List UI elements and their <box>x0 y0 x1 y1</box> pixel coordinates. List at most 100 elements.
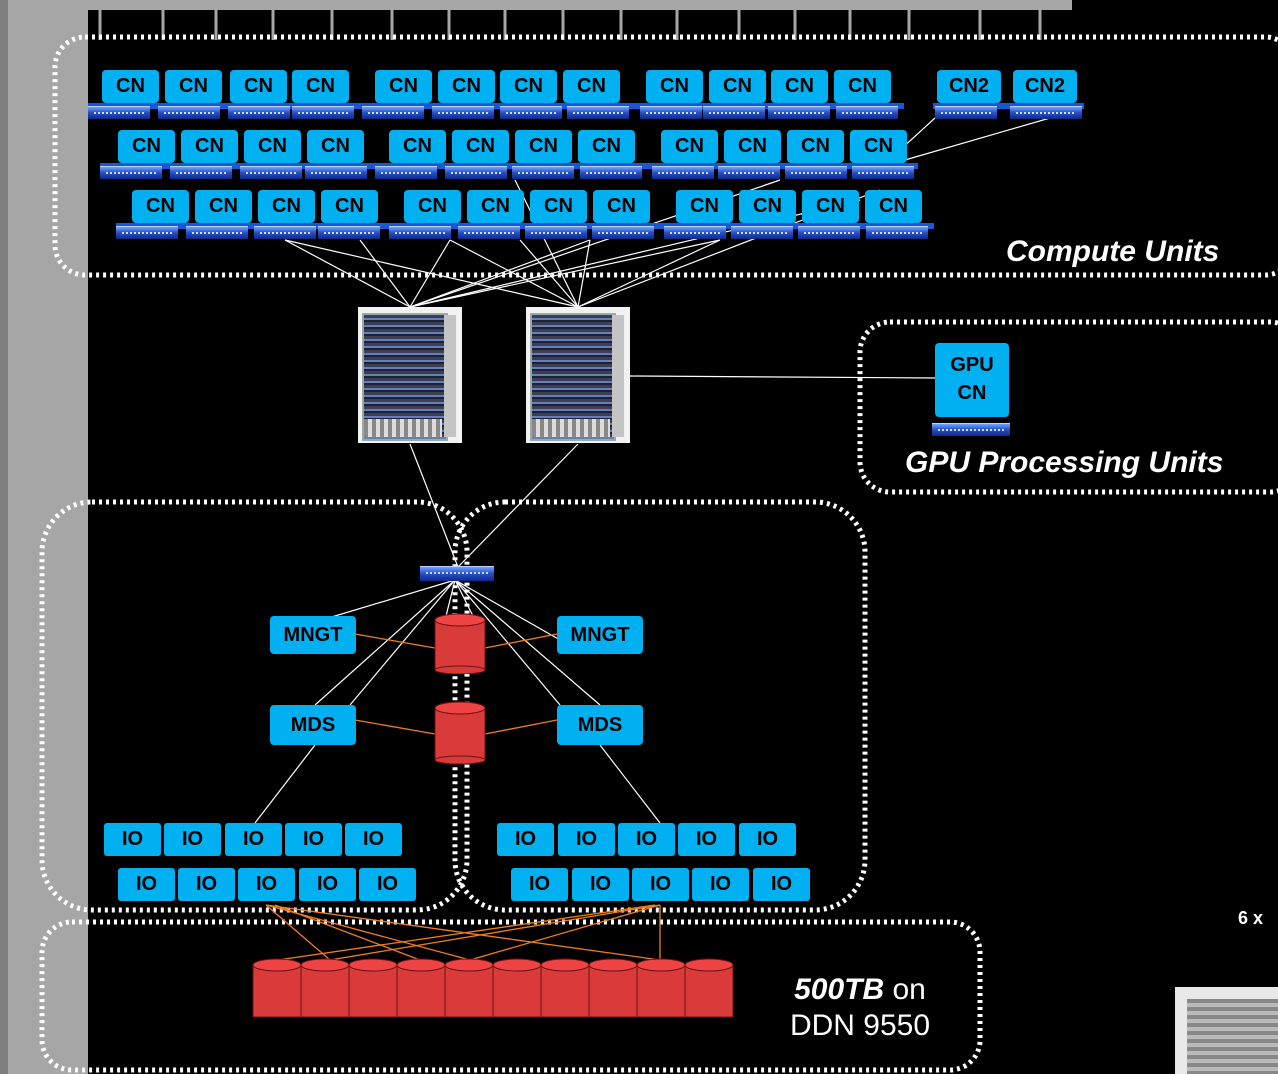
storage-label: 500TB on DDN 9550 <box>760 972 960 1044</box>
io-node: IO <box>618 823 675 856</box>
switch-icon <box>652 166 714 179</box>
io-node: IO <box>238 868 295 901</box>
io-node: IO <box>753 868 810 901</box>
switch-icon <box>389 226 451 239</box>
io-node: IO <box>118 868 175 901</box>
compute-node: CN <box>771 70 828 103</box>
compute-node: CN <box>195 190 252 223</box>
compute-node-cn2: CN2 <box>937 70 1001 103</box>
compute-node: CN <box>500 70 557 103</box>
switch-icon <box>254 226 316 239</box>
switch-strip <box>88 103 904 109</box>
switch-icon <box>866 226 928 239</box>
compute-node: CN <box>661 130 718 163</box>
switch-icon <box>240 166 302 179</box>
compute-node: CN <box>865 190 922 223</box>
compute-node: CN <box>389 130 446 163</box>
switch-icon <box>852 166 914 179</box>
switch-icon <box>731 226 793 239</box>
io-node: IO <box>572 868 629 901</box>
switch-icon <box>375 166 437 179</box>
switch-icon <box>567 106 629 119</box>
switch-icon <box>703 106 765 119</box>
compute-node: CN <box>646 70 703 103</box>
compute-node: CN <box>102 70 159 103</box>
compute-node: CN <box>850 130 907 163</box>
storage-disk-array-icon <box>252 958 734 1018</box>
switch-icon <box>932 423 1010 436</box>
switch-icon <box>1010 106 1082 119</box>
switch-icon <box>768 106 830 119</box>
compute-node: CN <box>676 190 733 223</box>
compute-zone-border <box>52 34 1278 278</box>
io-node: IO <box>225 823 282 856</box>
switch-icon <box>935 106 997 119</box>
side-bar-edge <box>0 0 8 1074</box>
compute-node: CN <box>787 130 844 163</box>
switch-icon <box>100 166 162 179</box>
compute-node: CN <box>132 190 189 223</box>
compute-node: CN <box>165 70 222 103</box>
switch-icon <box>500 106 562 119</box>
compute-node: CN <box>375 70 432 103</box>
switch-icon <box>116 226 178 239</box>
switch-icon <box>305 166 367 179</box>
gpu-node-line1: GPU <box>950 354 994 376</box>
io-node: IO <box>511 868 568 901</box>
compute-node: CN <box>244 130 301 163</box>
switch-icon <box>785 166 847 179</box>
management-switch-icon <box>420 566 494 581</box>
compute-node: CN <box>739 190 796 223</box>
compute-node: CN <box>709 70 766 103</box>
compute-node: CN <box>563 70 620 103</box>
compute-node: CN <box>321 190 378 223</box>
mngt-node-right: MNGT <box>557 616 643 654</box>
storage-links <box>265 633 661 961</box>
compute-node: CN <box>404 190 461 223</box>
mds-node-right: MDS <box>557 705 643 745</box>
compute-node: CN <box>230 70 287 103</box>
compute-node: CN <box>834 70 891 103</box>
gpu-node: GPU CN <box>935 343 1009 417</box>
left-io-zone-border <box>39 499 470 913</box>
switch-icon <box>228 106 290 119</box>
compute-node: CN <box>307 130 364 163</box>
switch-icon <box>798 226 860 239</box>
switch-icon <box>836 106 898 119</box>
io-node: IO <box>299 868 356 901</box>
top-rail <box>8 0 1072 10</box>
disk-icon <box>434 613 486 674</box>
switch-icon <box>525 226 587 239</box>
gpu-node-line2: CN <box>957 382 987 404</box>
io-node: IO <box>497 823 554 856</box>
io-node: IO <box>164 823 221 856</box>
switch-icon <box>362 106 424 119</box>
disk-icon <box>434 701 486 765</box>
switch-icon <box>186 226 248 239</box>
switch-icon <box>664 226 726 239</box>
compute-node: CN <box>467 190 524 223</box>
compute-node-cn2: CN2 <box>1013 70 1077 103</box>
compute-node: CN <box>593 190 650 223</box>
chassis-icon <box>1175 987 1278 1074</box>
switch-icon <box>318 226 380 239</box>
gpu-zone-title: GPU Processing Units <box>905 446 1224 479</box>
io-node: IO <box>739 823 796 856</box>
storage-zone-border <box>39 919 983 1073</box>
compute-node: CN <box>292 70 349 103</box>
compute-node: CN <box>118 130 175 163</box>
side-bar <box>0 0 88 1074</box>
switch-icon <box>512 166 574 179</box>
compute-node: CN <box>258 190 315 223</box>
io-node: IO <box>285 823 342 856</box>
switch-icon <box>170 166 232 179</box>
mds-node-left: MDS <box>270 705 356 745</box>
io-node: IO <box>104 823 161 856</box>
io-node: IO <box>678 823 735 856</box>
io-node: IO <box>692 868 749 901</box>
compute-node: CN <box>438 70 495 103</box>
storage-on: on <box>892 973 926 1006</box>
switch-icon <box>580 166 642 179</box>
gpu-zone-border <box>857 319 1278 495</box>
